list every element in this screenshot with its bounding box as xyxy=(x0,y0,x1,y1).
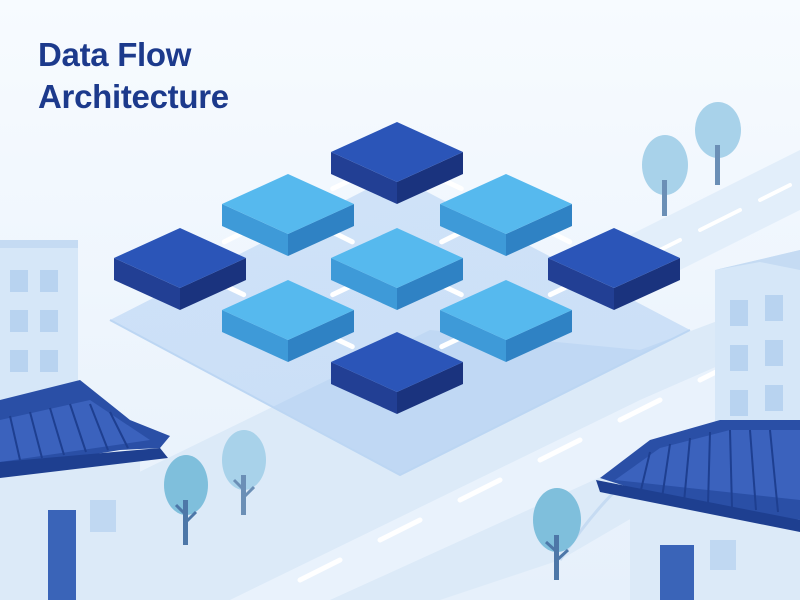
block-left xyxy=(114,228,246,310)
title-line-1: Data Flow xyxy=(38,36,192,73)
pagoda-house-icon xyxy=(596,420,800,600)
block-upper-left xyxy=(222,174,354,256)
block-upper-right xyxy=(440,174,572,256)
tree-icon xyxy=(533,488,581,580)
block-lower-left xyxy=(222,280,354,362)
tree-icon xyxy=(222,430,266,515)
title-line-2: Architecture xyxy=(38,78,229,115)
pagoda-house-icon xyxy=(0,380,170,600)
block-grid xyxy=(114,122,680,414)
page-title: Data Flow Architecture xyxy=(38,34,229,118)
diagram-platform xyxy=(110,175,690,475)
block-top xyxy=(331,122,463,204)
diagram-platform-edge xyxy=(109,319,691,477)
tree-icon xyxy=(164,455,208,545)
block-bottom xyxy=(331,332,463,414)
block-lower-right xyxy=(440,280,572,362)
block-center xyxy=(331,228,463,310)
block-right xyxy=(548,228,680,310)
tree-icon xyxy=(695,102,741,185)
tree-icon xyxy=(642,135,688,216)
